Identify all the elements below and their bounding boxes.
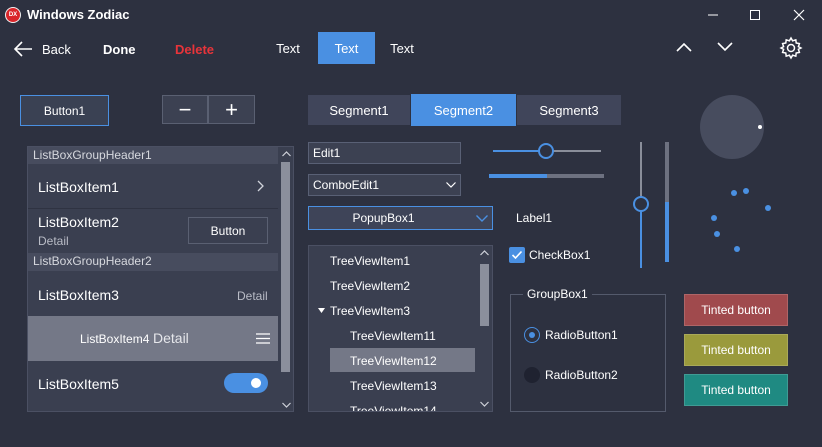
horizontal-progress-fill [489,174,547,178]
divider [28,208,278,209]
label1: Label1 [516,211,553,225]
checkbox1-box[interactable] [509,247,525,263]
treeview[interactable]: TreeViewItem1 TreeViewItem2 TreeViewItem… [308,245,493,412]
segment-1[interactable]: Segment1 [307,94,411,126]
minimize-icon [708,14,718,16]
listbox-item-2[interactable]: ListBoxItem2 Detail Button [28,209,278,252]
horizontal-slider-fill [493,150,546,152]
minimize-button[interactable] [690,0,736,30]
listbox-item-detail: Detail [153,330,189,346]
edit1-input[interactable]: Edit1 [308,142,461,164]
done-button[interactable]: Done [103,42,136,57]
popupbox1-value: PopupBox1 [352,211,415,225]
listbox-item-4[interactable]: ListBoxItem4 Detail [28,316,278,361]
horizontal-slider-thumb[interactable] [538,143,554,159]
chevron-down-icon[interactable] [476,215,488,222]
vertical-slider-fill [640,204,642,268]
groupbox1 [510,294,666,412]
rotary-knob[interactable] [700,95,764,159]
scroll-down-icon[interactable] [282,402,291,408]
popupbox1[interactable]: PopupBox1 [308,206,493,230]
treeview-item-11[interactable]: TreeViewItem11 [350,329,436,343]
segment-2[interactable]: Segment2 [411,94,516,126]
tinted-button-olive[interactable]: Tinted button [684,334,788,366]
app-logo-icon: DX [5,7,21,23]
segment-3[interactable]: Segment3 [516,94,622,126]
listbox-group-header-2: ListBoxGroupHeader2 [28,253,278,271]
horizontal-progress-bar [489,174,604,178]
treeview-item-14[interactable]: TreeViewItem14 [350,404,437,412]
window-title: Windows Zodiac [27,7,130,22]
toggle-thumb [251,378,261,388]
listbox-item-detail: Detail [38,234,69,248]
listbox-scrollbar-thumb[interactable] [281,162,290,372]
radiobutton2-circle[interactable] [524,367,540,383]
vertical-progress-fill [665,202,669,262]
treeview-item-3[interactable]: TreeViewItem3 [330,304,411,318]
groupbox1-header: GroupBox1 [523,287,592,301]
vertical-slider-thumb[interactable] [633,196,649,212]
comboedit1-value: ComboEdit1 [313,178,380,192]
treeview-item-13[interactable]: TreeViewItem13 [350,379,437,393]
radiobutton2-label[interactable]: RadioButton2 [545,368,618,382]
increment-button[interactable]: + [208,95,255,124]
back-button[interactable]: Back [42,42,71,57]
tab-text-1[interactable]: Text [276,40,300,56]
chevron-up-icon[interactable] [676,41,692,53]
listbox-item-label: ListBoxItem2 [38,214,119,230]
listbox[interactable]: ListBoxGroupHeader1 ListBoxItem1 ListBox… [27,146,294,412]
chevron-down-icon[interactable] [446,182,456,188]
listbox-item-1[interactable]: ListBoxItem1 [28,165,278,208]
tab-text-3[interactable]: Text [390,40,414,56]
treeview-item-12[interactable]: TreeViewItem12 [350,354,437,368]
chevron-right-icon [257,180,264,192]
radiobutton1-label[interactable]: RadioButton1 [545,328,618,342]
treeview-scrollbar-thumb[interactable] [480,264,489,326]
scroll-up-icon[interactable] [282,151,291,157]
listbox-item-label: ListBoxItem1 [38,179,119,195]
checkbox1-label[interactable]: CheckBox1 [529,248,591,262]
tab-text-2[interactable]: Text [318,32,375,64]
listbox-item-button[interactable]: Button [188,217,268,244]
knob-indicator [758,125,762,129]
treeview-scrollbar[interactable] [478,246,492,411]
delete-button[interactable]: Delete [175,42,215,57]
back-arrow-icon[interactable] [12,40,34,58]
radiobutton1-circle[interactable] [524,327,540,343]
treeview-item-2[interactable]: TreeViewItem2 [330,279,411,293]
maximize-button[interactable] [732,0,778,30]
radio-dot [528,331,535,338]
listbox-item-toggle[interactable] [224,373,268,393]
decrement-button[interactable]: − [162,95,208,124]
listbox-item-label: ListBoxItem3 [38,287,119,303]
listbox-item-detail: Detail [237,289,268,303]
close-icon [793,9,805,21]
listbox-item-3[interactable]: ListBoxItem3 Detail [28,272,278,316]
button1[interactable]: Button1 [20,95,109,126]
listbox-item-label: ListBoxItem5 [38,376,119,392]
loading-indicator-icon [711,188,771,252]
scroll-down-icon[interactable] [480,401,489,407]
tinted-button-teal[interactable]: Tinted button [684,374,788,406]
maximize-icon [750,10,760,20]
title-bar [0,0,822,30]
drag-handle-icon[interactable] [256,333,270,344]
listbox-group-header-1: ListBoxGroupHeader1 [28,147,278,164]
listbox-item-label: ListBoxItem4 [80,332,150,346]
comboedit1-input[interactable]: ComboEdit1 [308,174,461,196]
treeview-item-12-row[interactable] [330,348,475,372]
vertical-progress-bar [665,142,669,262]
close-button[interactable] [776,0,822,30]
listbox-item-5[interactable]: ListBoxItem5 [28,361,278,406]
listbox-scrollbar[interactable] [279,147,293,411]
gear-icon[interactable] [779,36,803,60]
chevron-down-icon[interactable] [717,41,733,53]
scroll-up-icon[interactable] [480,250,489,256]
expand-arrow-icon[interactable] [318,308,325,314]
treeview-item-1[interactable]: TreeViewItem1 [330,254,411,268]
checkmark-icon [511,250,523,260]
tinted-button-red[interactable]: Tinted button [684,294,788,326]
